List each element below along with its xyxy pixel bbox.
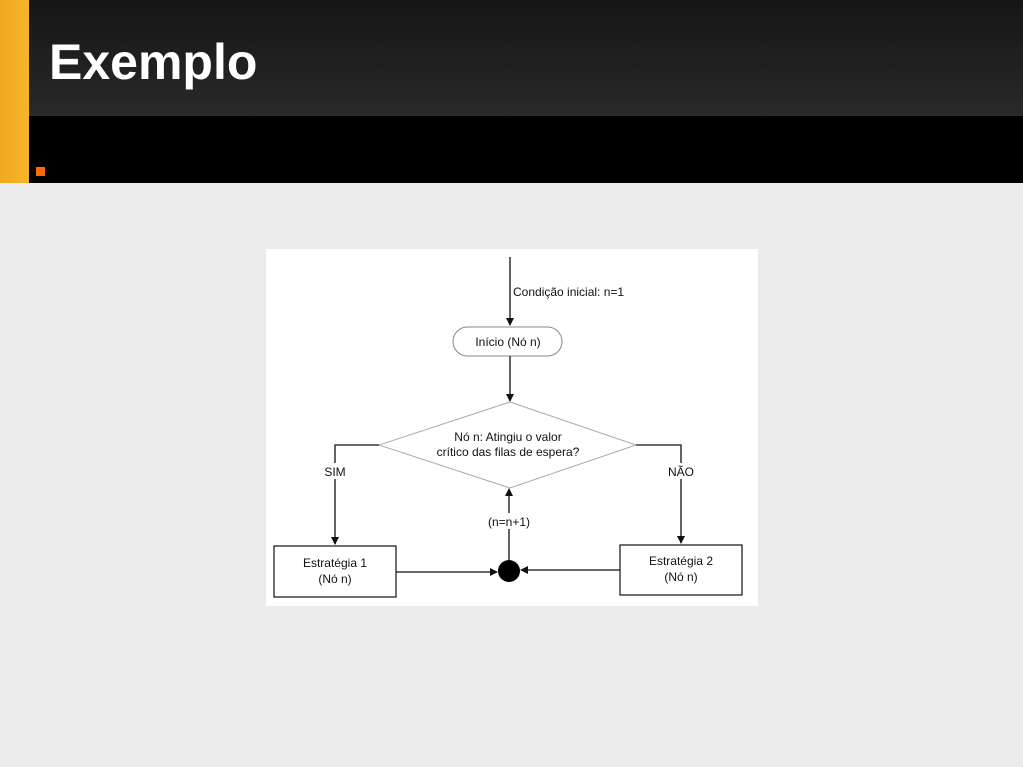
accent-bar [0,0,29,183]
slide-title: Exemplo [49,34,258,90]
start-node [452,326,563,357]
bullet-marker [36,167,45,176]
increment-label-bg [481,513,537,529]
strategy-1-label-line2: (Nó n) [318,572,351,586]
strategy-2-label-line1: Estratégia 2 [649,554,713,568]
flowchart-figure: Condição inicial: n=1 Início (Nó n) Nó n… [266,249,758,606]
no-label: NÃO [668,465,694,479]
strategy-2-box [619,544,743,596]
header-band [0,0,1023,116]
start-node-label: Início (Nó n) [475,335,540,349]
yes-label: SIM [324,465,345,479]
yes-branch-arrow [331,444,379,545]
no-label-bg [664,463,698,479]
initial-condition-label: Condição inicial: n=1 [513,285,624,299]
no-branch-arrow [636,444,685,544]
decision-label-line1: Nó n: Atingiu o valor [454,430,561,444]
header-lower-band [0,116,1023,183]
increment-label: (n=n+1) [488,515,530,529]
decision-label-line2: crítico das filas de espera? [437,445,580,459]
strategy-1-label-line1: Estratégia 1 [303,556,367,570]
strategy-1-box [273,545,397,598]
junction-node [498,560,520,582]
yes-label-bg [320,463,350,479]
strategy-2-label-line2: (Nó n) [664,570,697,584]
flowchart-svg: Condição inicial: n=1 Início (Nó n) Nó n… [273,257,743,598]
